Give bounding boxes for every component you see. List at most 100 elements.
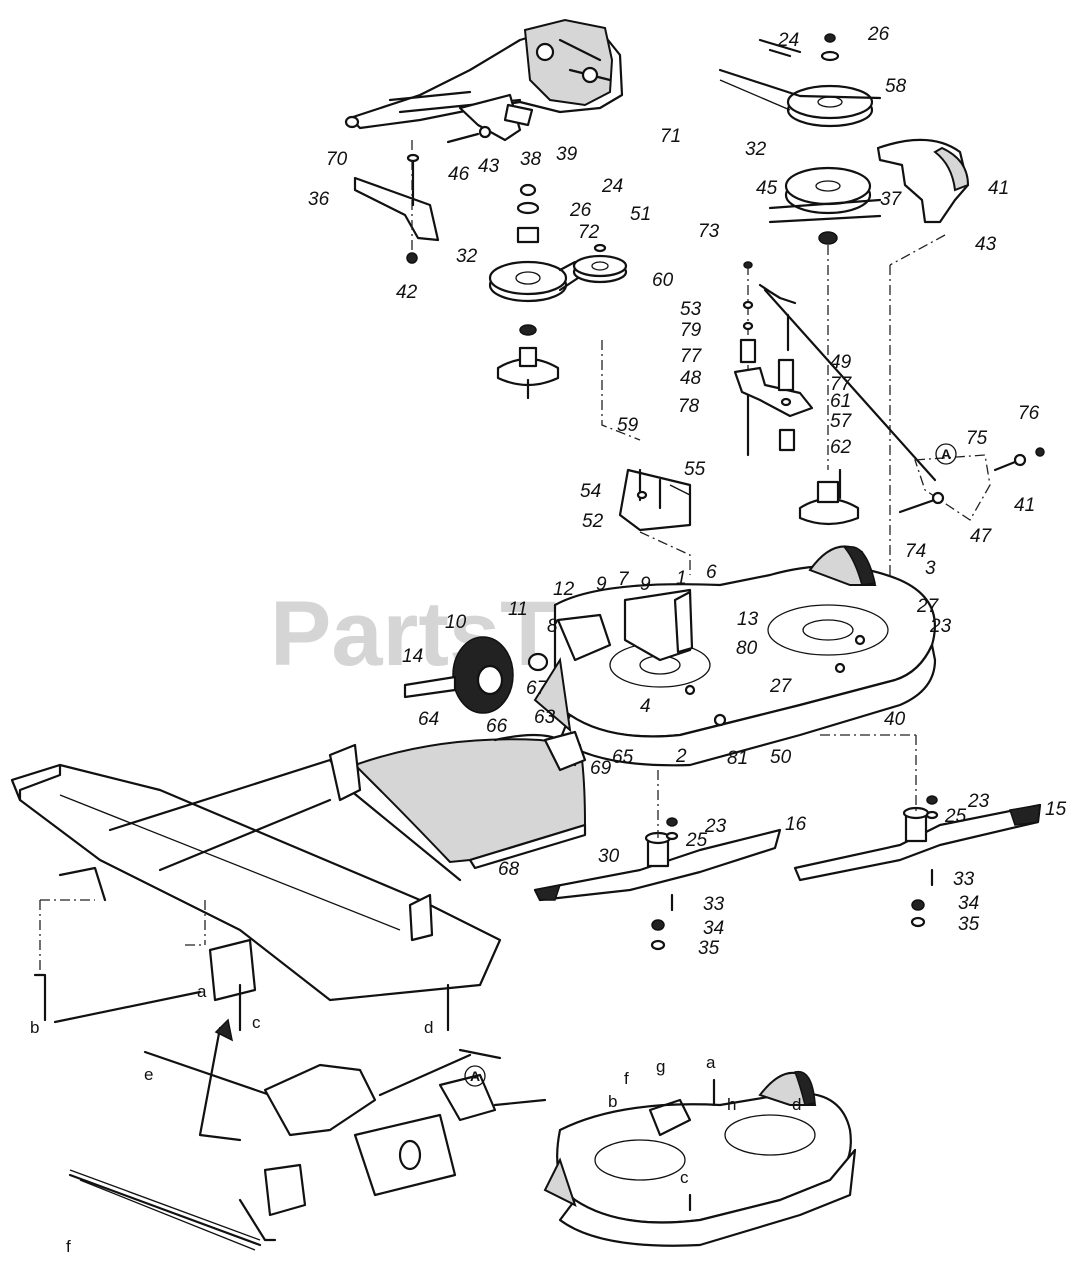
callout-label: 43 bbox=[975, 234, 997, 255]
callout-label: 8 bbox=[547, 616, 558, 637]
callout-label: 15 bbox=[1045, 799, 1067, 820]
callout-labels: 24 26 58 71 32 45 37 41 43 70 36 46 43 3… bbox=[308, 24, 1067, 959]
callout-label: 57 bbox=[830, 411, 853, 432]
circled-letter: A bbox=[941, 446, 951, 462]
callout-label: 58 bbox=[885, 76, 907, 97]
callout-label: 27 bbox=[916, 596, 940, 617]
callout-label: 40 bbox=[884, 709, 906, 730]
ref-letter: b bbox=[608, 1092, 617, 1111]
callout-label: 41 bbox=[1014, 495, 1035, 516]
callout-label: 34 bbox=[703, 918, 724, 939]
callout-label: 46 bbox=[448, 164, 470, 185]
footrest-panel bbox=[10, 743, 502, 1002]
callout-label: 23 bbox=[929, 616, 952, 637]
transaxle-assembly bbox=[344, 18, 624, 130]
idler-arm-assembly bbox=[733, 261, 937, 526]
callout-label: 35 bbox=[958, 914, 980, 935]
callout-label: 50 bbox=[770, 747, 792, 768]
callout-label: 41 bbox=[988, 178, 1009, 199]
callout-label: 14 bbox=[402, 646, 423, 667]
callout-label: 79 bbox=[680, 320, 702, 341]
callout-label: 66 bbox=[486, 716, 508, 737]
callout-label: 63 bbox=[534, 707, 556, 728]
discharge-chute-64 bbox=[353, 730, 587, 870]
ref-letter: c bbox=[680, 1168, 689, 1187]
ref-letter: h bbox=[727, 1095, 736, 1114]
callout-label: 1 bbox=[676, 568, 687, 589]
callout-label: 59 bbox=[617, 415, 639, 436]
mower-deck-3 bbox=[533, 545, 937, 767]
callout-label: 60 bbox=[652, 270, 674, 291]
callout-label: 77 bbox=[680, 346, 703, 367]
callout-label: 25 bbox=[685, 830, 708, 851]
callout-label: 42 bbox=[396, 282, 418, 303]
callout-label: 52 bbox=[582, 511, 604, 532]
lift-linkage bbox=[33, 866, 450, 1032]
callout-label: 27 bbox=[769, 676, 793, 697]
callout-label: 6 bbox=[706, 562, 717, 583]
callout-label: 37 bbox=[880, 189, 903, 210]
callout-label: 74 bbox=[905, 541, 926, 562]
ref-letter: c bbox=[252, 1013, 261, 1032]
callout-label: 51 bbox=[630, 204, 651, 225]
transaxle-bracket-38 bbox=[458, 93, 534, 142]
callout-label: 80 bbox=[736, 638, 758, 659]
circled-reference-a2: A bbox=[464, 1065, 486, 1087]
callout-label: 64 bbox=[418, 709, 439, 730]
mower-deck-reference-view bbox=[543, 1070, 857, 1247]
callout-label: 23 bbox=[704, 816, 727, 837]
ref-letter: d bbox=[424, 1018, 433, 1037]
callout-label: 55 bbox=[684, 459, 706, 480]
callout-label: 12 bbox=[553, 579, 575, 600]
callout-label: 48 bbox=[680, 368, 702, 389]
callout-label: 2 bbox=[675, 746, 687, 767]
callout-label: 23 bbox=[967, 791, 990, 812]
callout-label: 49 bbox=[830, 352, 852, 373]
callout-label: 9 bbox=[640, 574, 651, 595]
callout-label: 32 bbox=[745, 139, 767, 160]
idler-pulley-58 bbox=[786, 33, 874, 128]
circled-letter: A bbox=[470, 1068, 480, 1084]
callout-label: 39 bbox=[556, 144, 578, 165]
callout-label: 47 bbox=[970, 526, 993, 547]
callout-label: 62 bbox=[830, 437, 852, 458]
callout-label: 26 bbox=[867, 24, 890, 45]
ref-letter: f bbox=[66, 1237, 71, 1256]
callout-label: 77 bbox=[830, 374, 853, 395]
pulley-32-rear bbox=[768, 166, 882, 470]
belt-guard-37 bbox=[876, 138, 970, 600]
callout-label: 67 bbox=[526, 678, 549, 699]
ref-letter: g bbox=[656, 1057, 665, 1076]
callout-label: 53 bbox=[680, 299, 702, 320]
callout-label: 65 bbox=[612, 747, 634, 768]
bracket-47 bbox=[898, 447, 1045, 521]
belt-71 bbox=[718, 38, 882, 111]
ref-letter: a bbox=[706, 1053, 716, 1072]
callout-label: 35 bbox=[698, 938, 720, 959]
callout-label: 3 bbox=[925, 558, 936, 579]
callout-label: 33 bbox=[953, 869, 975, 890]
callout-label: 24 bbox=[601, 176, 623, 197]
bolt-46 bbox=[446, 125, 492, 144]
callout-label: 45 bbox=[756, 178, 778, 199]
callout-label: 43 bbox=[478, 156, 500, 177]
callout-label: 25 bbox=[944, 806, 967, 827]
callout-label: 68 bbox=[498, 859, 520, 880]
circled-reference-a1: A bbox=[935, 443, 957, 465]
callout-label: 9 bbox=[596, 574, 607, 595]
callout-label: 76 bbox=[1018, 403, 1040, 424]
callout-label: 69 bbox=[590, 758, 612, 779]
callout-label: 24 bbox=[777, 30, 799, 51]
drive-pulley-32 bbox=[488, 183, 628, 303]
callout-label: 32 bbox=[456, 246, 478, 267]
callout-label: 16 bbox=[785, 814, 807, 835]
ref-letter: f bbox=[624, 1069, 629, 1088]
ref-letter: b bbox=[30, 1018, 39, 1037]
blade-15 bbox=[793, 734, 1042, 928]
gauge-wheel-10 bbox=[403, 636, 549, 714]
callout-label: 78 bbox=[678, 396, 700, 417]
callout-label: 26 bbox=[569, 200, 592, 221]
callout-label: 70 bbox=[326, 149, 348, 170]
hanger-bracket-36 bbox=[353, 140, 440, 264]
